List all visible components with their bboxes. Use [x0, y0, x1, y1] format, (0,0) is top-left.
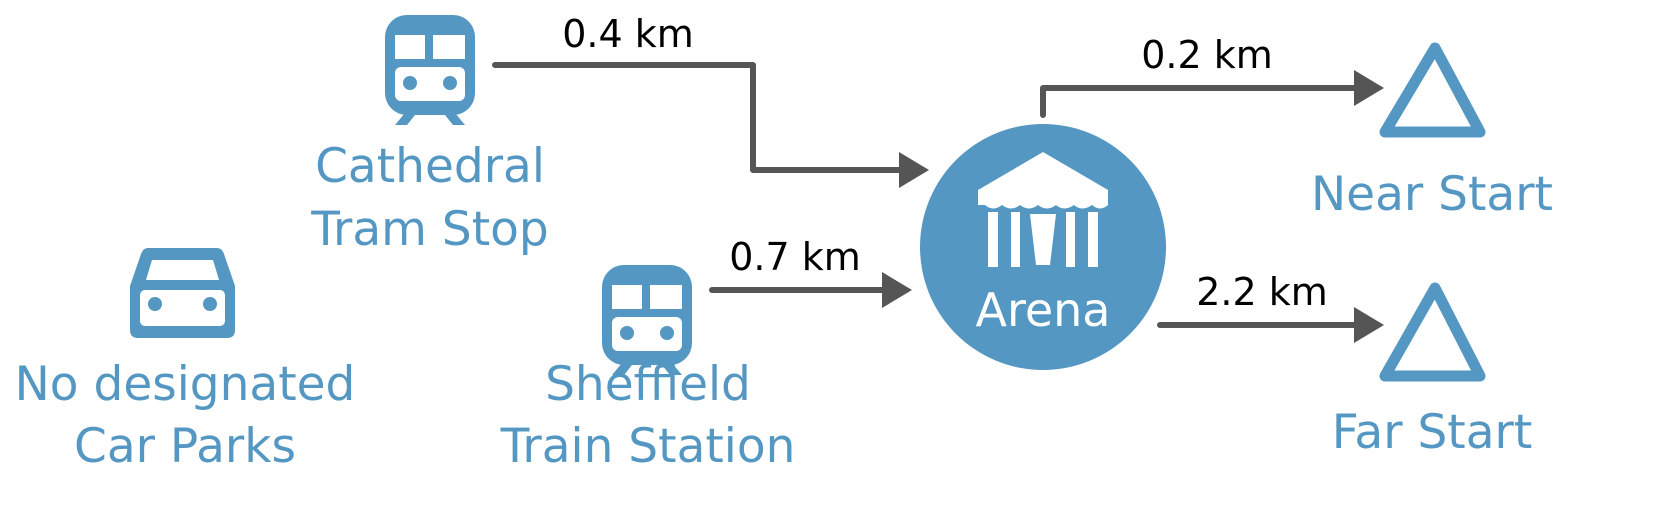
far-start-triangle-icon: [1379, 282, 1486, 382]
car-label-line2: Car Parks: [74, 419, 296, 474]
tram-icon: [385, 15, 475, 125]
train-label-line1: Sheffield: [545, 357, 751, 412]
tram-label-line1: Cathedral: [315, 139, 545, 194]
arena-label: Arena: [975, 283, 1110, 337]
near-start-label: Near Start: [1311, 167, 1553, 222]
circus-tent-icon: [978, 152, 1108, 267]
tram-label-line2: Tram Stop: [310, 202, 549, 257]
train-label-line2: Train Station: [500, 419, 796, 474]
car-icon: [130, 248, 235, 338]
edge-arena-to-near: [1040, 70, 1384, 118]
car-label-line1: No designated: [15, 357, 356, 412]
distance-label-train: 0.7 km: [729, 235, 861, 279]
edge-tram-to-arena: [492, 62, 929, 188]
distance-label-tram: 0.4 km: [562, 12, 694, 56]
distance-label-far: 2.2 km: [1196, 270, 1328, 314]
far-start-label: Far Start: [1332, 405, 1533, 460]
distance-label-near: 0.2 km: [1141, 33, 1273, 77]
near-start-triangle-icon: [1379, 42, 1486, 138]
